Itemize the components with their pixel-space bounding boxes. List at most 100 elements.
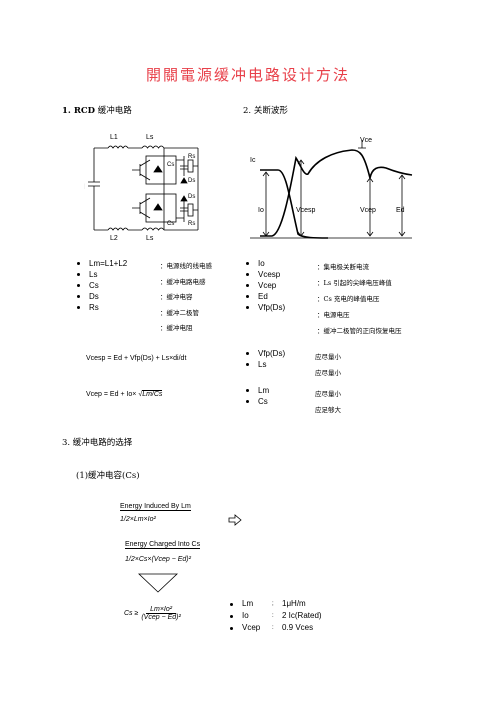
list-item: Vcep (246, 280, 285, 291)
bullet-icon (246, 284, 249, 287)
description: 应足够大 (315, 406, 341, 414)
cs-formula-fraction: Lm×Io² (Vcep − Ed)² (141, 606, 181, 621)
left-description-list: ：电源线的线电感 ：缓冲电路电感 ：缓冲电容 ：缓冲二极管 ：缓冲电阻 (160, 259, 212, 337)
description: ：缓冲二极管的正向恢复电压 (317, 327, 402, 335)
symbol: Ed (258, 292, 268, 301)
arrow-right-icon (228, 514, 242, 526)
parameter-value: 1μH/m (282, 599, 306, 608)
section-2-number: 2. (243, 106, 252, 116)
list-item: Ed (246, 291, 285, 302)
symbol: Ls (258, 360, 267, 369)
sqrt-icon: √ (138, 391, 143, 398)
right-symbol-list: Io Vcesp Vcep Ed Vfp(Ds) (246, 258, 285, 313)
symbol: Lm=L1+L2 (89, 259, 128, 268)
label-rs-2: Rs (188, 221, 195, 227)
wave-label-vcep: Vcep (360, 207, 376, 214)
formula-vcep: Vcep = Ed + Io× √Lm/Cs (86, 390, 163, 398)
formula-vcep-radicand: Lm/Cs (142, 390, 163, 398)
symbol: Vfp(Ds) (258, 349, 286, 358)
section-2-heading: 2. 关断波形 (243, 104, 288, 116)
description: ：集电极关断电流 (317, 263, 369, 271)
requirement-list-2: Lm Cs (246, 385, 269, 407)
wave-label-vcesp: Vcesp (296, 207, 316, 214)
arrow-down-icon (138, 573, 178, 593)
bullet-icon (77, 284, 80, 287)
bullet-icon (230, 602, 233, 606)
label-ls-bottom: Ls (146, 235, 154, 242)
description: ：Ls 引起的尖峰电压峰值 (317, 279, 392, 287)
symbol: Lm (258, 386, 270, 395)
list-item: Ls (77, 269, 127, 280)
section-2-text: 关断波形 (253, 106, 288, 116)
turn-off-waveform-diagram: Vce Ic Io Vcesp Vcep Ed (250, 137, 413, 239)
parameter-colons: ; : : (272, 601, 274, 631)
list-item: Cs (246, 396, 269, 407)
bullet-icon (77, 262, 80, 265)
symbol: Vfp(Ds) (258, 303, 286, 312)
bullet-icon (230, 626, 233, 630)
description: ：电源线的线电感 (160, 262, 212, 270)
wave-label-io: Io (258, 207, 264, 214)
section-3-heading: 3. 缓冲电路的选择 (62, 438, 133, 448)
formula-vcep-prefix: Vcep = Ed + Io× (86, 391, 137, 398)
cs-formula-lhs: Cs ≥ (124, 610, 139, 617)
right-description-list: ：集电极关断电流 ：Ls 引起的尖峰电压峰值 ：Cs 充电的峰值电压 ：电源电压… (317, 259, 402, 339)
symbol: Vcep (242, 623, 261, 632)
label-cs-1: Cs (167, 162, 174, 168)
section-1-heading: 1. RCD 缓冲电路 (62, 104, 132, 116)
description: ：缓冲电路电感 (160, 277, 206, 286)
page-title: 開關電源缓冲电路设计方法 (145, 66, 350, 84)
bullet-icon (246, 389, 249, 392)
wave-label-ic: Ic (250, 157, 256, 164)
list-item: Vfp(Ds) (246, 302, 285, 313)
list-item: Vfp(Ds) (246, 348, 285, 359)
section-1-number: 1. RCD (62, 106, 96, 116)
bullet-icon (77, 306, 80, 309)
description: ：缓冲二极管 (160, 308, 199, 317)
symbol: Ds (89, 292, 99, 301)
symbol: Vcesp (258, 270, 281, 279)
symbol: Io (242, 611, 249, 620)
bullet-icon (246, 352, 249, 355)
bullet-icon (246, 363, 249, 366)
cs-formula-denominator: (Vcep − Ed)² (141, 614, 181, 621)
bullet-icon (77, 295, 80, 298)
symbol: Rs (89, 303, 99, 312)
label-rs-1: Rs (188, 154, 195, 160)
description: ：缓冲电阻 (160, 324, 193, 332)
bullet-icon (246, 400, 249, 403)
symbol: Cs (89, 281, 99, 290)
cs-formula: Cs ≥ Lm×Io² (Vcep − Ed)² (124, 606, 181, 621)
parameter-list: Lm Io Vcep (230, 598, 260, 634)
list-item: Lm=L1+L2 (77, 258, 127, 269)
label-l2: L2 (110, 235, 118, 242)
energy-cs-caption: Energy Charged Into Cs (125, 541, 201, 549)
list-item: Vcesp (246, 269, 285, 280)
list-item: Io (230, 610, 260, 622)
energy-cs-expression: 1/2×Cs×(Vcep − Ed)² (125, 556, 191, 563)
bullet-icon (246, 262, 249, 265)
energy-lm-caption: Energy Induced By Lm (120, 503, 191, 511)
left-symbol-list: Lm=L1+L2 Ls Cs Ds Rs (77, 258, 127, 313)
description: 应尽量小 (315, 369, 341, 377)
parameter-values: 1μH/m 2 Ic(Rated) 0.9 Vces (282, 598, 322, 634)
description: ：缓冲电容 (160, 293, 193, 301)
label-l1: L1 (110, 134, 118, 141)
description: 应尽量小 (315, 353, 341, 361)
rcd-snubber-circuit-diagram: L1 Ls Cs Rs Ds Ds Rs Cs Ed L2 Ls (84, 134, 199, 242)
symbol: Lm (242, 599, 254, 608)
label-ds-1: Ds (188, 178, 195, 184)
label-ls-top: Ls (146, 134, 154, 141)
description: 应尽量小 (315, 390, 341, 398)
subsection-1-heading: (1)缓冲电容(Cs) (76, 471, 140, 481)
label-ed: Ed (84, 184, 85, 191)
list-item: Ls (246, 359, 285, 370)
description: ：Cs 充电的峰值电压 (317, 295, 380, 303)
formula-vcesp: Vcesp = Ed + Vfp(Ds) + Ls×di/dt (86, 355, 187, 362)
wave-label-ed: Ed (396, 207, 405, 214)
bullet-icon (246, 295, 249, 298)
requirement-desc-1: 应尽量小 应尽量小 (315, 349, 341, 381)
bullet-icon (230, 614, 233, 618)
list-item: Ds (77, 291, 127, 302)
requirement-list-1: Vfp(Ds) Ls (246, 348, 285, 370)
